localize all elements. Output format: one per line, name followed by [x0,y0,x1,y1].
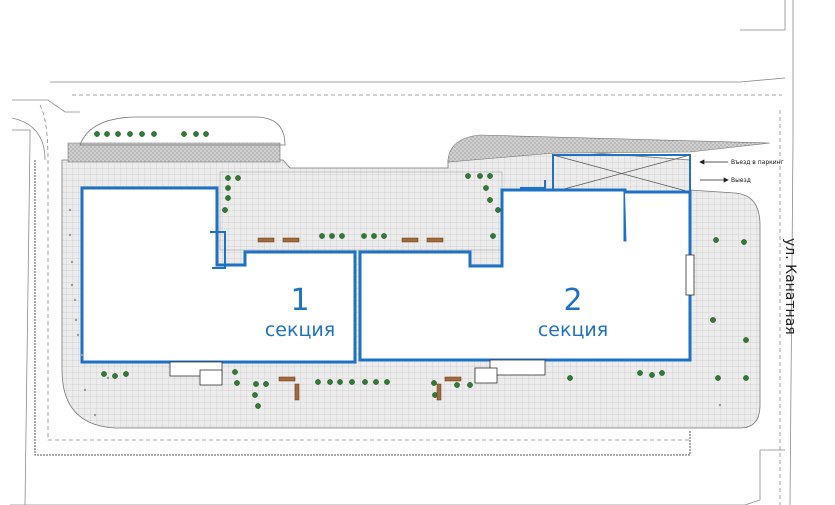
tree-icon [315,379,321,385]
section-2-wing [625,190,692,362]
tree-icon [115,131,121,137]
section-2-label: секция [538,319,608,341]
street-label: ул. Канатная [782,238,798,335]
tree-icon [225,175,231,181]
tree-icon [255,403,261,409]
tree-icon [487,173,493,179]
entry-arrows [699,159,729,183]
section-1-entry [210,231,226,269]
tree-icon [70,283,74,287]
tree-icon [567,375,573,381]
tree-icon [234,380,240,386]
tree-icon [454,382,460,388]
tree-icon [139,131,145,137]
section-2-number: 2 [563,283,582,318]
tree-icon [74,318,78,322]
tree-icon [101,371,107,377]
tree-icon [431,380,437,386]
tree-icon [80,353,84,357]
tree-icon [123,371,129,377]
tree-icon [337,379,343,385]
benches [257,237,462,401]
tree-icon [361,233,367,239]
section-1-label: секция [265,319,335,341]
tree-icon [68,208,72,212]
tree-icon [319,233,325,239]
tree-icon [252,392,258,398]
tree-icon [112,373,118,379]
tree-icon [741,239,747,245]
tree-icon [93,413,97,417]
tree-icon [193,131,199,137]
courtyard [219,171,503,251]
tree-icon [327,379,333,385]
road-lines [10,0,794,505]
tree-icon [83,388,87,392]
tree-icon [495,207,501,213]
tree-icon [94,131,100,137]
north-hatch-left [67,142,281,163]
tree-icon [490,233,496,239]
section-1-number: 1 [290,283,309,318]
tree-icon [253,381,259,387]
tree-icon [659,370,665,376]
tree-icon [104,131,110,137]
tree-icon [151,131,157,137]
tree-icon [73,298,77,302]
tree-icon [349,379,355,385]
tree-icon [222,207,228,213]
tree-icon [181,131,187,137]
tree-icon [339,233,345,239]
tree-icon [203,131,209,137]
tree-icon [225,185,231,191]
tree-icon [637,370,643,376]
tree-icon [483,185,489,191]
tree-icon [715,375,721,381]
tree-icon [127,131,133,137]
section-2-entry [520,180,546,190]
tree-icon [743,337,749,343]
tree-icon [743,375,749,381]
tree-icon [232,369,238,375]
tree-icon [263,381,269,387]
exit-label: Выезд [731,177,751,184]
parking-entry-label: Въезд в паркинг [731,159,784,166]
tree-icon [381,233,387,239]
tree-icon [70,260,74,264]
tree-icon [487,197,493,203]
north-hatch-right [447,134,771,163]
hedge-top-left [79,116,286,146]
tree-icon [467,382,473,388]
tree-icon [362,379,368,385]
tree-icon [371,233,377,239]
tree-icon [384,379,390,385]
tree-icon [225,195,231,201]
tree-icon [718,403,722,407]
tree-icon [76,333,80,337]
tree-icon [710,317,716,323]
tree-icon [477,173,483,179]
tree-icon [649,372,655,378]
tree-icon [329,233,335,239]
tree-icon [68,233,72,237]
tree-icon [713,237,719,243]
tree-icon [106,376,110,380]
tree-icon [373,379,379,385]
tree-icon [235,175,241,181]
tree-icon [465,173,471,179]
porches [169,254,695,386]
